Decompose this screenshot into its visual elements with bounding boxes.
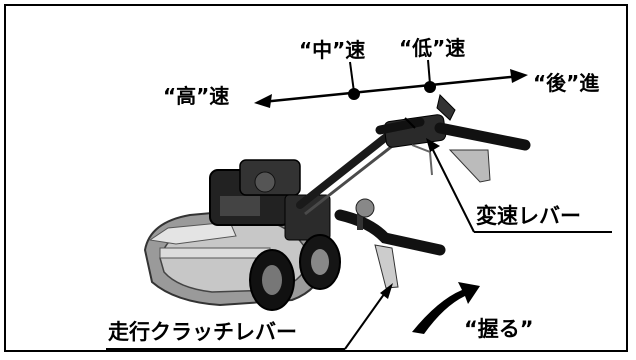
grip-arrow-icon <box>412 282 480 334</box>
label-mid-speed: “中”速 <box>299 38 366 62</box>
label-high-speed: “高”速 <box>163 84 230 108</box>
speed-arrow <box>254 59 528 108</box>
label-shift-lever: 変速レバー <box>476 204 581 228</box>
label-low-speed: “低”速 <box>399 36 466 60</box>
label-reverse: “後”進 <box>533 71 600 95</box>
clutch-lever <box>334 198 446 289</box>
shift-lever-pointer-icon <box>426 138 440 152</box>
arrow-left-head-icon <box>254 94 272 108</box>
clutch-lever-pointer-icon <box>380 283 393 299</box>
leader-lines <box>106 138 612 350</box>
mid-speed-dot <box>348 88 360 100</box>
label-grip-action: “握る” <box>464 317 534 341</box>
label-travel-clutch-lever: 走行クラッチレバー <box>108 320 297 344</box>
arrow-right-head-icon <box>510 69 528 83</box>
figure-frame <box>4 4 628 352</box>
handlebar <box>296 94 531 216</box>
low-speed-dot <box>424 81 436 93</box>
mower-body <box>143 159 341 311</box>
